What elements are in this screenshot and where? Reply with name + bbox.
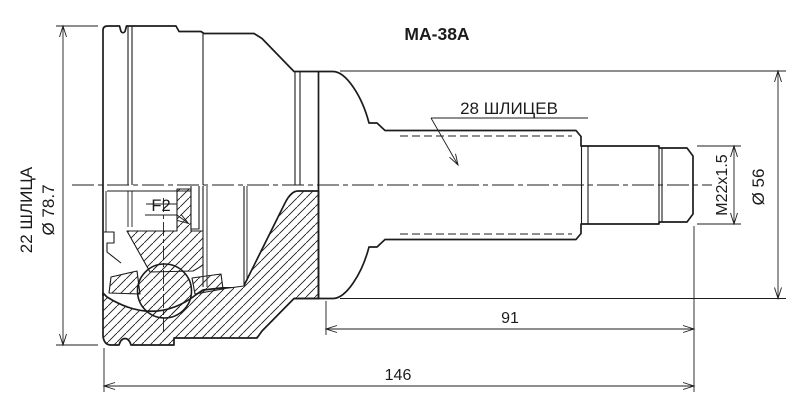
leader-28-splines (430, 117, 588, 167)
section-view (102, 186, 320, 346)
dim-146-lines (102, 348, 696, 392)
ball-bearing-section (136, 263, 193, 319)
dim-bell-diameter-lines (56, 24, 98, 347)
outside-view (102, 25, 694, 300)
bore-shoulder (104, 231, 122, 264)
dim-91: 91 (501, 310, 519, 327)
outer-silhouette (102, 25, 694, 300)
centerlines (72, 184, 712, 334)
shaft-end-bore (202, 186, 245, 290)
dimension-lines (56, 24, 786, 392)
label-22-splines: 22 ШЛИЦА (17, 166, 36, 253)
dim-land-diameter-lines (340, 69, 786, 300)
dim-land-diameter: Ø 56 (749, 169, 768, 206)
part-number-title: MA-38A (404, 24, 470, 44)
internal-edges (105, 190, 191, 232)
dim-thread-lines (697, 144, 741, 226)
spline-root-lines (400, 135, 572, 235)
cage-right-section (191, 273, 224, 295)
dim-thread: M22x1.5 (714, 154, 731, 215)
label-f2-groove: F2 (151, 197, 170, 215)
cage-left-section (108, 270, 141, 295)
dim-bell-diameter: Ø 78.7 (39, 184, 58, 235)
label-28-splines: 28 ШЛИЦЕВ (460, 99, 558, 118)
leader-f2 (145, 214, 190, 225)
snap-ring-groove (190, 186, 200, 230)
dim-91-lines (324, 226, 696, 392)
dim-146: 146 (385, 367, 412, 384)
